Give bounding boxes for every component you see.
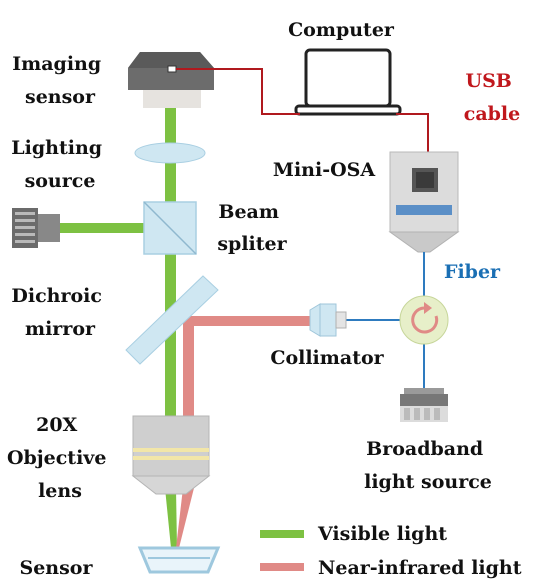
visible-light-horizontal-beam bbox=[58, 223, 168, 233]
label-imaging-sensor: Imaging sensor bbox=[12, 53, 108, 108]
label-beam-splitter: Beam spliter bbox=[217, 201, 287, 255]
label-dichroic-mirror: Dichroic mirror bbox=[11, 285, 108, 340]
usb-cable-line-to-osa bbox=[396, 113, 429, 152]
legend-nir-swatch bbox=[260, 563, 304, 571]
dichroic-mirror bbox=[125, 275, 219, 365]
legend-visible-label: Visible light bbox=[317, 523, 447, 545]
visible-light-focus-cone bbox=[165, 488, 177, 548]
legend-visible-swatch bbox=[260, 530, 304, 538]
label-fiber: Fiber bbox=[444, 261, 501, 283]
collimator bbox=[309, 303, 347, 337]
label-lighting-source: Lighting source bbox=[11, 137, 108, 192]
tube-lens bbox=[134, 142, 206, 164]
imaging-sensor bbox=[128, 52, 214, 108]
nir-light-focus-cone bbox=[176, 488, 194, 548]
label-objective-lens: 20X Objective lens bbox=[7, 414, 113, 502]
label-usb-cable: USB cable bbox=[464, 70, 520, 125]
label-mini-osa: Mini-OSA bbox=[273, 159, 375, 181]
sample-sensor bbox=[137, 546, 221, 574]
label-broadband-source: Broadband light source bbox=[364, 438, 492, 493]
computer-laptop bbox=[294, 48, 402, 116]
lighting-source-led bbox=[12, 208, 60, 248]
usb-cable-line bbox=[176, 68, 300, 115]
label-sensor: Sensor bbox=[19, 557, 93, 579]
nir-light-beam bbox=[183, 316, 310, 416]
label-collimator: Collimator bbox=[270, 347, 384, 369]
visible-light-vertical-beam bbox=[165, 108, 176, 416]
beam-splitter-cube bbox=[143, 201, 197, 255]
label-computer: Computer bbox=[288, 19, 395, 41]
objective-lens-body bbox=[131, 415, 211, 495]
legend-nir-label: Near-infrared light bbox=[318, 557, 522, 579]
mini-osa-device bbox=[388, 151, 460, 253]
broadband-light-source bbox=[400, 388, 448, 422]
fiber-circulator bbox=[399, 295, 449, 345]
